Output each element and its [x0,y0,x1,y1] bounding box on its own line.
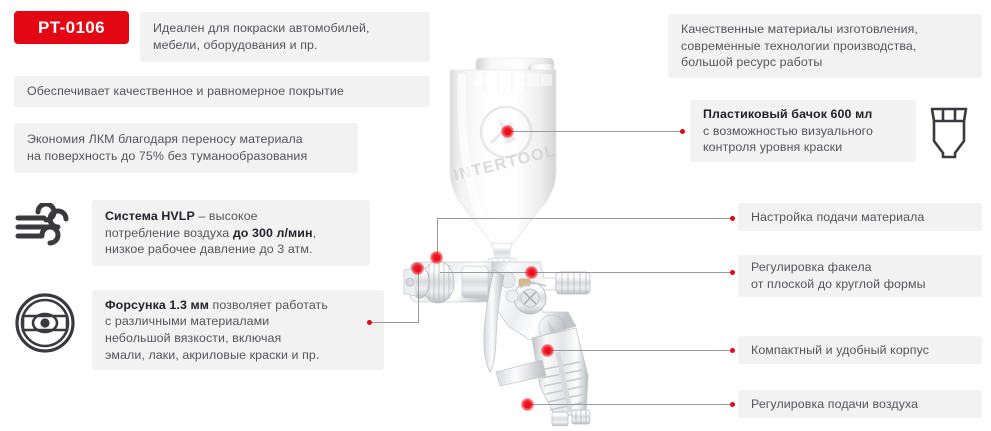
chip-line: мебели, оборудования и пр. [153,38,318,52]
lead-dot-material-feed [730,216,735,221]
product-code-text: PT-0106 [37,17,106,37]
lead-line-material-feed-h [437,218,732,219]
chip-line: Регулировка подачи воздуха [751,396,919,411]
lead-dot-paint-cup [680,129,685,134]
chip-line: эмали, лаки, акриловые краски и пр. [105,347,320,362]
chip-line: контроля уровня краски [703,140,843,155]
callout-compact-body: Компактный и удобный корпус [738,336,982,364]
chip-application: Идеален для покраски автомобилей, мебели… [140,12,430,62]
chip-line: низкое рабочее давление до 3 атм. [105,242,313,257]
callout-fan-adjust: Регулировка факела от плоской до круглой… [738,255,982,297]
nozzle-icon [14,292,76,359]
chip-line: небольшой вязкости, включая [105,331,282,345]
marker-fan-adjust [525,266,538,279]
paint-cup-icon [925,103,973,166]
chip-line: Обеспечивает качественное и равномерное … [27,84,344,99]
lead-dot-fan-adjust [730,270,735,275]
chip-line: с возможностью визуального [703,123,874,138]
lead-line-compact-body [548,350,732,351]
material-feed-knob [555,271,591,295]
callout-air-feed: Регулировка подачи воздуха [738,390,982,418]
product-code-badge: PT-0106 [14,11,129,44]
chip-line: потребление воздуха до 300 л/мин, [105,225,317,240]
chip-line: Регулировка факела [751,260,872,275]
chip-line: с различными материалами [105,314,270,329]
gun-body [491,261,591,342]
chip-quality-materials: Качественные материалы изготовления, сов… [668,14,982,78]
chip-coverage: Обеспечивает качественное и равномерное … [14,76,430,107]
lead-line-nozzle-v [418,268,419,322]
lead-dot-nozzle [367,320,372,325]
fan-adjust-knob [513,281,547,315]
chip-nozzle-size: Форсунка 1.3 мм позволяет работать с раз… [92,290,384,370]
paint-cup: INTERTOOL [449,69,558,247]
chip-savings: Экономия ЛКМ благодаря переносу материал… [14,123,358,173]
lead-line-fan-adjust [440,272,732,273]
chip-line: Настройка подачи материала [751,209,925,224]
chip-paint-cup: Пластиковый бачок 600 мл с возможностью … [690,100,916,162]
chip-line: Идеален для покраски автомобилей, [153,21,370,36]
wind-icon [14,201,76,256]
trigger [483,269,505,373]
chip-line: на поверхность до 75% без туманообразова… [27,149,308,163]
chip-line: Форсунка 1.3 мм позволяет работать [105,297,328,312]
marker-material-feed [430,251,443,264]
chip-line: Система HVLP – высокое [105,209,258,224]
chip-hvlp-system: Система HVLP – высокое потребление возду… [92,200,370,266]
callout-material-feed: Настройка подачи материала [738,203,982,231]
chip-line: большой ресурс работы [681,55,823,70]
marker-compact-body [541,344,554,357]
lead-line-air-feed [528,404,732,405]
lead-line-paint-cup [508,131,682,132]
chip-line: современные технологии производства, [681,38,917,53]
chip-line: Компактный и удобный корпус [751,342,930,357]
lead-line-material-feed-v [437,218,438,258]
chip-line: Качественные материалы изготовления, [681,22,918,37]
marker-nozzle [411,262,424,275]
lead-dot-air-feed [730,402,735,407]
spray-gun-illustration: INTERTOOL [403,57,591,427]
marker-air-feed [521,398,534,411]
lead-line-nozzle-h [370,322,419,323]
lead-dot-compact-body [730,348,735,353]
marker-paint-cup [501,125,514,138]
chip-line: от плоской до круглой формы [751,277,926,291]
chip-line: Пластиковый бачок 600 мл [703,107,873,122]
chip-line: Экономия ЛКМ благодаря переносу материал… [27,132,303,147]
product-image-spray-gun: INTERTOOL [380,40,630,427]
